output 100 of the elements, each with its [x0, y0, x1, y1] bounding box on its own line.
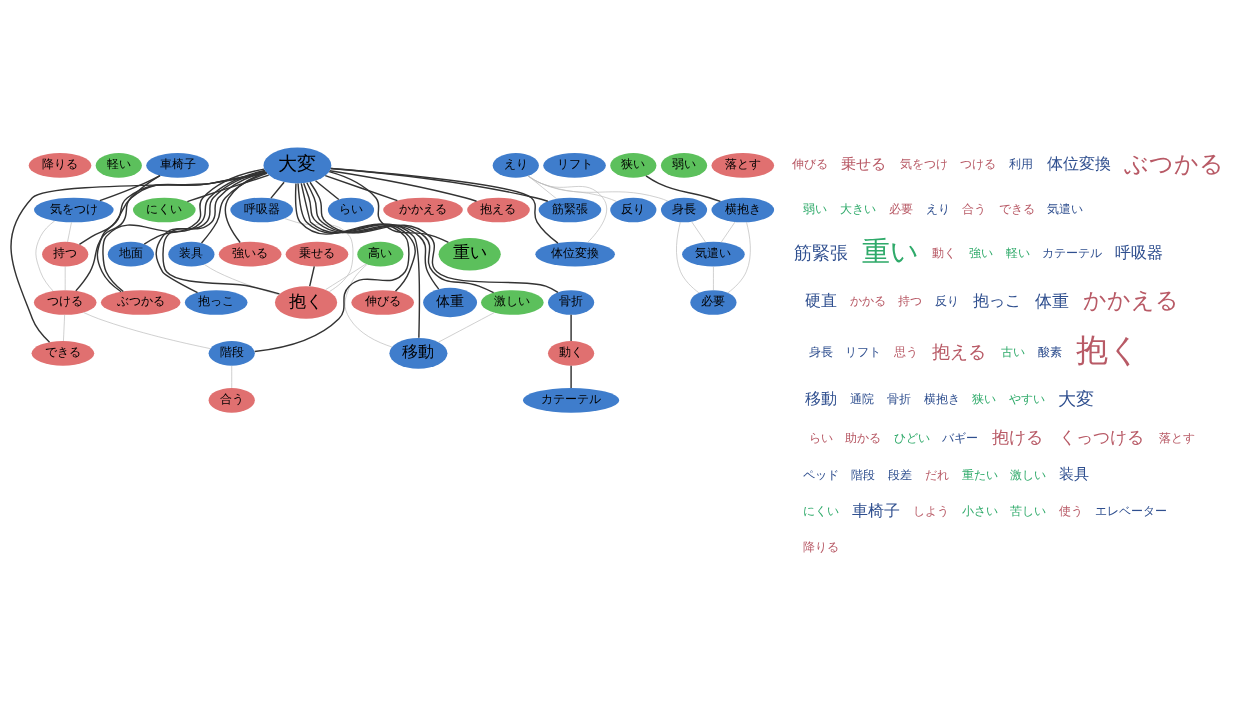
connector: [691, 221, 706, 243]
node-ellipse: 気遣い: [682, 241, 745, 267]
connector: [527, 175, 608, 243]
connector: [303, 182, 440, 290]
connector: [78, 171, 267, 246]
connector: [330, 167, 549, 202]
node-ellipse: 大変: [263, 147, 332, 184]
label: 横抱き: [923, 392, 960, 407]
connector: [155, 170, 266, 294]
label: 大きい: [840, 201, 877, 216]
node-ellipse: 体位変換: [535, 241, 615, 267]
label: えり: [925, 201, 950, 216]
label: だれ: [924, 467, 949, 482]
label: 移動: [804, 389, 837, 409]
connector: [35, 220, 56, 292]
connector: [438, 312, 495, 343]
connector: [231, 365, 233, 389]
label: 反り: [935, 294, 960, 309]
label: できる: [999, 201, 1036, 216]
node-ellipse: 狭い: [610, 153, 657, 178]
connector: [713, 266, 714, 291]
label: らい: [808, 430, 833, 445]
label: 狭い: [972, 392, 997, 407]
label: 古い: [1001, 345, 1026, 360]
node-ellipse: 弱い: [660, 153, 708, 178]
label: 助かる: [845, 430, 882, 445]
node-ellipse: 反り: [610, 197, 657, 223]
label: 軽い: [1005, 246, 1030, 261]
label: 激しい: [1010, 467, 1047, 482]
node-ellipse: 降りる: [28, 153, 92, 178]
label: 利用: [1009, 157, 1034, 172]
label: かかえる: [1083, 287, 1180, 314]
connector: [63, 314, 65, 342]
label: 車椅子: [851, 501, 900, 521]
connector: [254, 182, 410, 353]
node-ellipse: できる: [31, 341, 95, 366]
label: 段差: [888, 467, 913, 482]
label: 抱っこ: [972, 291, 1021, 311]
connector: [270, 181, 285, 199]
connector: [570, 365, 572, 389]
connector: [99, 174, 161, 202]
label: 必要: [888, 201, 913, 216]
connector: [324, 174, 399, 202]
label: 使う: [1058, 503, 1083, 518]
label: かかる: [849, 294, 886, 309]
connector: [67, 222, 72, 243]
connector: [186, 174, 270, 203]
connector: [83, 312, 211, 349]
label: 抱ける: [992, 427, 1044, 448]
label: 抱く: [1075, 331, 1141, 370]
label: 体重: [1035, 290, 1070, 311]
node-ellipse: 伸びる: [351, 290, 414, 315]
node-ellipse: 動く: [548, 341, 595, 366]
node-ellipse: カテーテル: [523, 387, 620, 413]
node-ellipse: 地面: [107, 241, 154, 267]
connector: [314, 180, 340, 201]
node-ellipse: 筋緊張: [538, 197, 602, 223]
node-ellipse: 呼吸器: [230, 197, 293, 223]
node-ellipse: 乗せる: [285, 241, 349, 267]
connector: [727, 221, 751, 294]
connector: [527, 175, 617, 202]
node-ellipse: 必要: [690, 290, 737, 315]
label: 気をつけ: [899, 157, 948, 172]
label: 骨折: [886, 392, 911, 407]
label: しよう: [913, 503, 950, 518]
label: やすい: [1008, 392, 1045, 407]
connector: [309, 181, 559, 294]
label: 階段: [851, 467, 876, 482]
node-ellipse: 強いる: [218, 241, 282, 267]
connector: [527, 175, 669, 202]
label: 強い: [968, 246, 993, 261]
label: にくい: [802, 503, 839, 518]
node-ellipse: 抱える: [467, 197, 530, 223]
node-ellipse: かかえる: [383, 197, 463, 223]
label: 落とす: [1159, 430, 1196, 445]
connector: [64, 266, 66, 291]
label: 弱い: [803, 201, 828, 216]
label: カテーテル: [1042, 246, 1103, 261]
label: ペッド: [802, 467, 839, 482]
label: 思う: [893, 345, 918, 360]
connector: [325, 263, 367, 290]
node-ellipse: 骨折: [548, 290, 595, 315]
connector: [75, 171, 267, 292]
node-ellipse: 抱っこ: [184, 290, 248, 315]
node-ellipse: 落とす: [711, 153, 775, 178]
label: 持つ: [898, 294, 923, 309]
label: 大変: [1058, 387, 1095, 409]
node-ellipse: えり: [492, 153, 539, 178]
label: 身長: [808, 345, 833, 360]
connector: [309, 265, 315, 287]
connector: [200, 172, 268, 244]
label: 通院: [850, 392, 875, 407]
label: ぶつかる: [1123, 149, 1224, 178]
label: ひどい: [893, 430, 930, 445]
label: 体位変換: [1046, 154, 1111, 174]
connector: [96, 174, 161, 293]
label: 小さい: [961, 503, 998, 518]
node-ellipse: 移動: [389, 337, 448, 369]
label: 苦しい: [1010, 503, 1047, 518]
node-ellipse: リフト: [543, 153, 606, 178]
